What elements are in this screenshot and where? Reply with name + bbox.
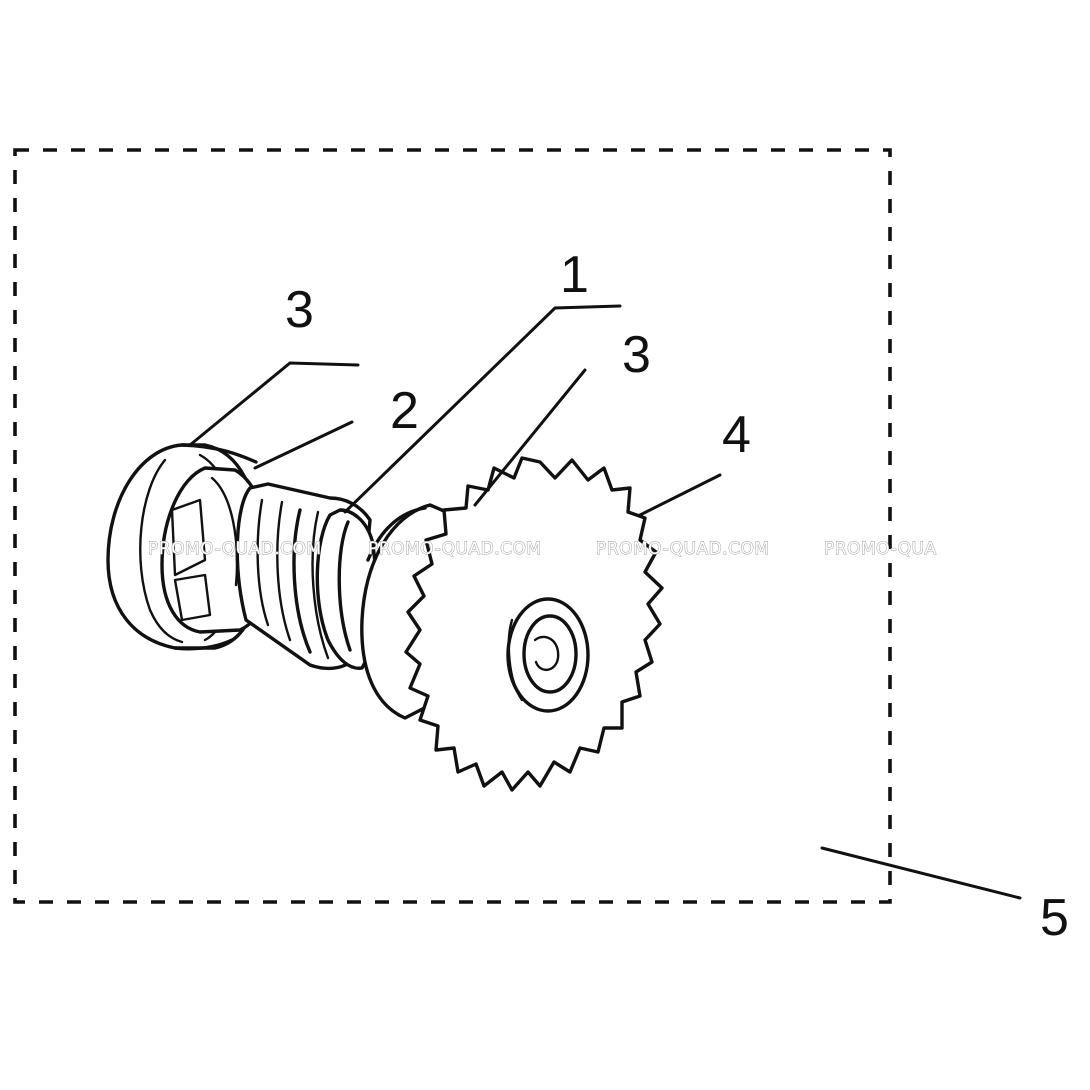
camshaft-shaft [235,482,378,671]
leader-lines [188,304,1022,900]
leader-5 [820,846,1022,900]
watermark-text: PROMO-QUAD.COM [368,539,542,559]
callout-1: 1 [560,246,589,304]
callout-4: 4 [722,406,751,464]
watermark-text: PROMO-QUAD.COM [596,539,770,559]
camshaft-assembly [106,443,664,792]
leader-4 [638,473,722,517]
leader-2 [253,420,354,470]
callout-5: 5 [1040,889,1069,947]
cam-sprocket [404,456,664,792]
callout-3-left: 3 [285,281,314,339]
watermark-text: PROMO-QUAD.COM [148,539,322,559]
leader-3-right [473,368,587,507]
watermark-text: PROMO-QUA [824,539,937,559]
leader-1 [343,304,622,514]
callout-labels: 1 2 3 3 4 5 [285,246,1069,947]
callout-3-right: 3 [622,326,651,384]
callout-2: 2 [390,382,419,440]
watermark-strip: PROMO-QUAD.COM PROMO-QUAD.COM PROMO-QUAD… [148,539,937,560]
leader-3-left [188,361,360,447]
